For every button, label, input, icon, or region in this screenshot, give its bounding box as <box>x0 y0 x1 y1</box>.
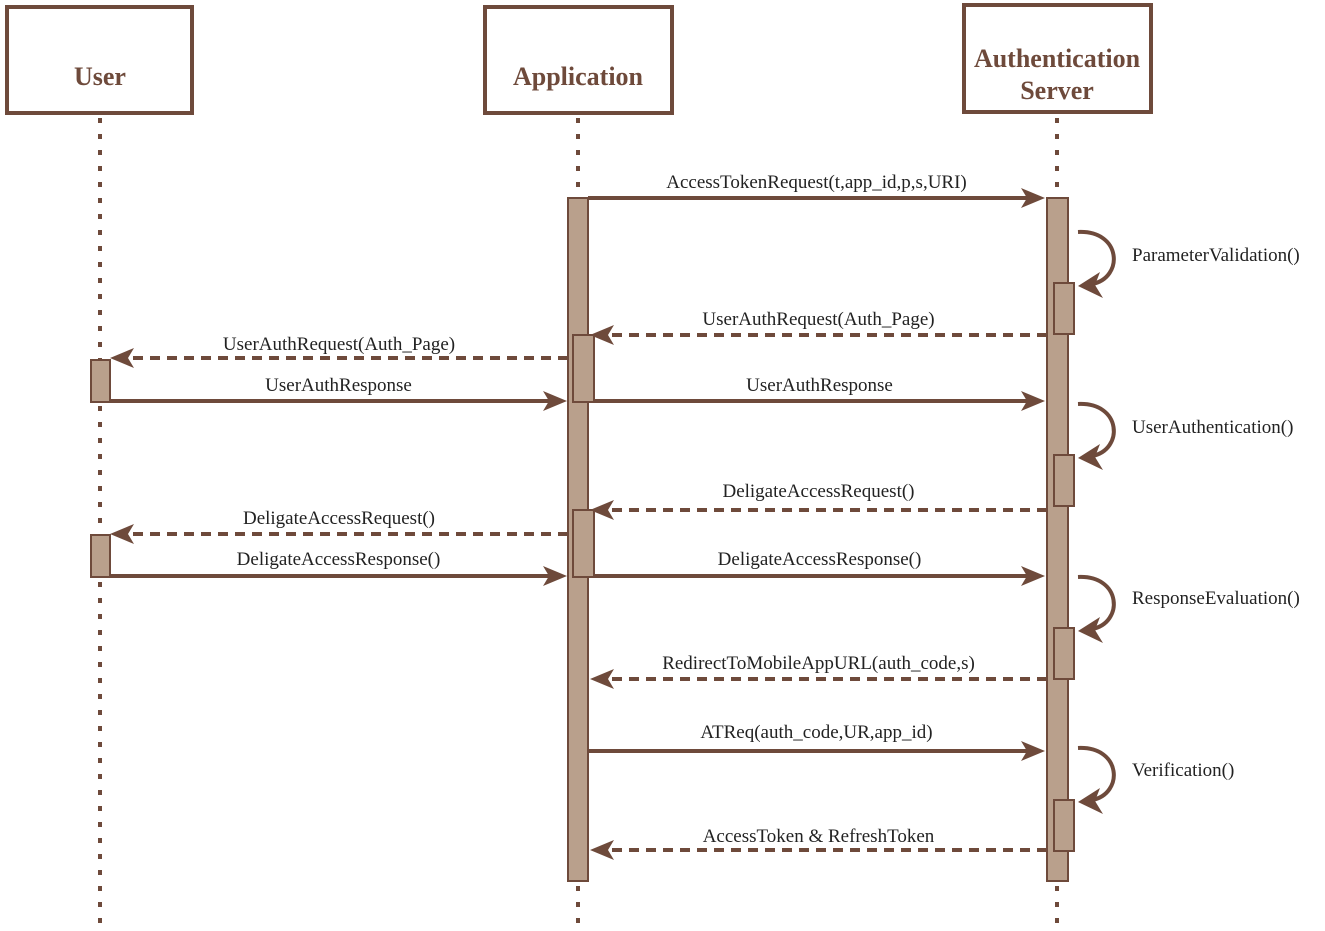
message-4: UserAuthResponse <box>110 375 553 403</box>
activation-bar-app <box>572 509 595 578</box>
message-3: UserAuthRequest(Auth_Page) <box>124 334 568 360</box>
actor-label: Server <box>1020 76 1094 105</box>
message-label: DeligateAccessResponse() <box>718 549 922 570</box>
message-2: UserAuthRequest(Auth_Page) <box>604 309 1047 337</box>
self-call-arc <box>1077 745 1116 802</box>
activation-bar-user <box>90 534 111 578</box>
message-label: DeligateAccessResponse() <box>237 549 441 570</box>
self-call-4: Verification() <box>1077 745 1234 814</box>
arrowhead-icon <box>1021 391 1045 411</box>
actor-label: Authentication <box>974 44 1141 73</box>
arrowhead-icon <box>1021 741 1045 761</box>
message-11: ATReq(auth_code,UR,app_id) <box>588 722 1031 753</box>
message-label: DeligateAccessRequest() <box>722 481 914 502</box>
actor-app: Application <box>483 5 674 115</box>
arrowhead-icon <box>1021 566 1045 586</box>
actor-label: Application <box>513 62 644 91</box>
actor-label: User <box>74 62 126 91</box>
arrowhead-icon <box>590 840 614 860</box>
self-call-label: UserAuthentication() <box>1132 417 1293 438</box>
activation-bar-auth <box>1046 197 1069 882</box>
message-7: DeligateAccessRequest() <box>124 508 568 536</box>
message-label: AccessTokenRequest(t,app_id,p,s,URI) <box>666 172 967 193</box>
message-12: AccessToken & RefreshToken <box>604 826 1047 852</box>
message-10: RedirectToMobileAppURL(auth_code,s) <box>604 653 1047 681</box>
curved-arrowhead-icon <box>1078 444 1103 470</box>
self-call-3: ResponseEvaluation() <box>1077 574 1300 643</box>
self-call-1: ParameterValidation() <box>1077 229 1300 298</box>
message-label: RedirectToMobileAppURL(auth_code,s) <box>662 653 975 674</box>
message-8: DeligateAccessResponse() <box>110 549 553 578</box>
activation-bar-user <box>90 359 111 403</box>
message-6: DeligateAccessRequest() <box>604 481 1047 512</box>
self-call-arc <box>1077 574 1116 631</box>
actor-user: User <box>5 5 194 115</box>
message-label: UserAuthResponse <box>265 375 412 396</box>
arrowhead-icon <box>590 325 614 345</box>
activation-bar-auth <box>1053 454 1075 507</box>
message-label: DeligateAccessRequest() <box>243 508 435 529</box>
message-label: AccessToken & RefreshToken <box>703 826 935 847</box>
self-call-arc <box>1077 229 1116 286</box>
message-5: UserAuthResponse <box>594 375 1031 403</box>
message-label: UserAuthRequest(Auth_Page) <box>702 309 934 330</box>
activation-bar-auth <box>1053 799 1075 852</box>
self-call-2: UserAuthentication() <box>1077 401 1293 470</box>
message-label: UserAuthRequest(Auth_Page) <box>223 334 455 355</box>
actor-box <box>483 5 674 115</box>
activation-bar-app <box>572 334 595 403</box>
curved-arrowhead-icon <box>1078 272 1103 298</box>
arrowhead-icon <box>590 669 614 689</box>
arrowhead-icon <box>590 500 614 520</box>
actor-box <box>5 5 194 115</box>
arrowhead-icon <box>110 348 134 368</box>
curved-arrowhead-icon <box>1078 788 1103 814</box>
self-call-label: Verification() <box>1132 760 1234 781</box>
message-label: ATReq(auth_code,UR,app_id) <box>700 722 932 743</box>
self-call-label: ParameterValidation() <box>1132 245 1300 266</box>
message-9: DeligateAccessResponse() <box>594 549 1031 578</box>
arrowhead-icon <box>1021 188 1045 208</box>
message-label: UserAuthResponse <box>746 375 893 396</box>
arrowhead-icon <box>543 566 567 586</box>
arrowhead-icon <box>543 391 567 411</box>
self-call-label: ResponseEvaluation() <box>1132 588 1300 609</box>
arrowhead-icon <box>110 524 134 544</box>
actor-box <box>962 3 1153 114</box>
message-1: AccessTokenRequest(t,app_id,p,s,URI) <box>588 172 1031 200</box>
activation-bar-auth <box>1053 627 1075 680</box>
curved-arrowhead-icon <box>1078 617 1103 643</box>
activation-bar-auth <box>1053 282 1075 335</box>
self-call-arc <box>1077 401 1116 458</box>
